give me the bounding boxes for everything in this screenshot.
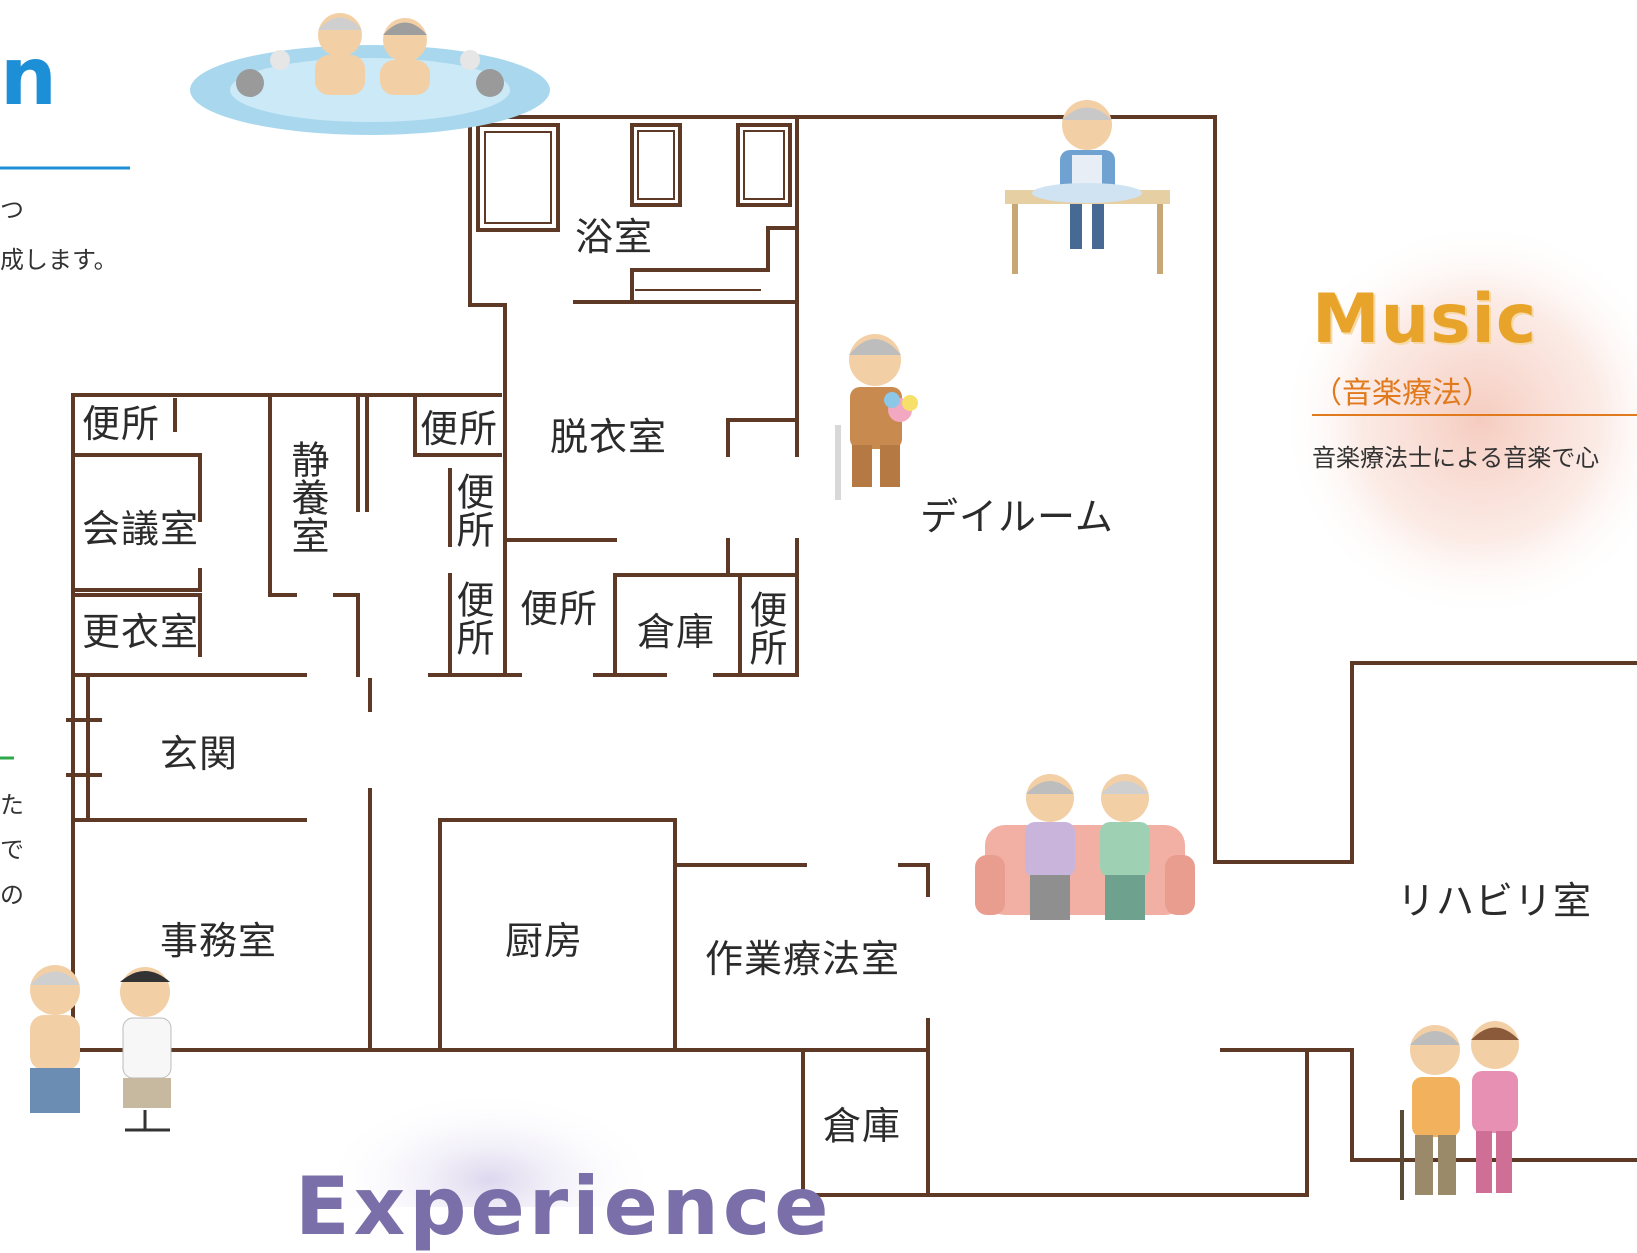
music-description: 音楽療法士による音楽で心 xyxy=(1312,444,1600,472)
experience-glow xyxy=(320,1090,660,1207)
room-label-toilet-4: 便所 xyxy=(450,580,494,656)
margin-text-2: で xyxy=(0,836,24,864)
room-label-toilet-6: 便所 xyxy=(743,590,787,666)
room-label-bath: 浴室 xyxy=(575,215,654,259)
header-partial-text-2: 成します。 xyxy=(0,246,118,274)
header-partial-title: n xyxy=(0,30,57,123)
elderly-man-eating-icon xyxy=(1005,100,1170,274)
room-label-entrance: 玄関 xyxy=(160,732,239,776)
room-label-office: 事務室 xyxy=(160,919,278,963)
elderly-woman-with-flowers-icon xyxy=(835,334,918,500)
room-label-meeting: 会議室 xyxy=(82,507,200,551)
doctor-examining-patient-icon xyxy=(30,965,172,1132)
room-label-toilet-2: 便所 xyxy=(420,407,499,451)
room-label-storage-1: 倉庫 xyxy=(637,610,716,654)
margin-text-1: た xyxy=(0,791,24,819)
room-label-locker: 更衣室 xyxy=(82,610,200,654)
room-label-rehab: リハビリ室 xyxy=(1397,879,1593,923)
room-label-changing: 脱衣室 xyxy=(550,415,668,459)
music-title: Music xyxy=(1312,280,1538,359)
elderly-couple-on-sofa-icon xyxy=(975,774,1195,920)
room-label-dayroom: デイルーム xyxy=(920,495,1114,539)
margin-text-3: の xyxy=(0,881,24,909)
room-label-rest: 静養室 xyxy=(285,440,329,554)
floor-plan-page: n つ 成します。 た で の Music （音楽療法） 音楽療法士による音楽で… xyxy=(0,13,1637,1253)
room-label-ot-room: 作業療法室 xyxy=(705,937,901,981)
room-label-kitchen: 厨房 xyxy=(505,919,584,963)
hot-spring-couple-icon xyxy=(190,13,550,135)
floor-plan-walls xyxy=(0,115,1637,1207)
header-partial-text-1: つ xyxy=(0,196,24,224)
music-subtitle: （音楽療法） xyxy=(1312,376,1492,411)
caregiver-walking-elder-icon xyxy=(1400,1021,1519,1200)
room-label-toilet-5: 便所 xyxy=(520,587,599,631)
room-label-toilet-3: 便所 xyxy=(450,472,494,548)
room-label-toilet-1: 便所 xyxy=(82,402,161,446)
room-label-storage-2: 倉庫 xyxy=(823,1104,902,1148)
music-glow xyxy=(1280,220,1637,620)
